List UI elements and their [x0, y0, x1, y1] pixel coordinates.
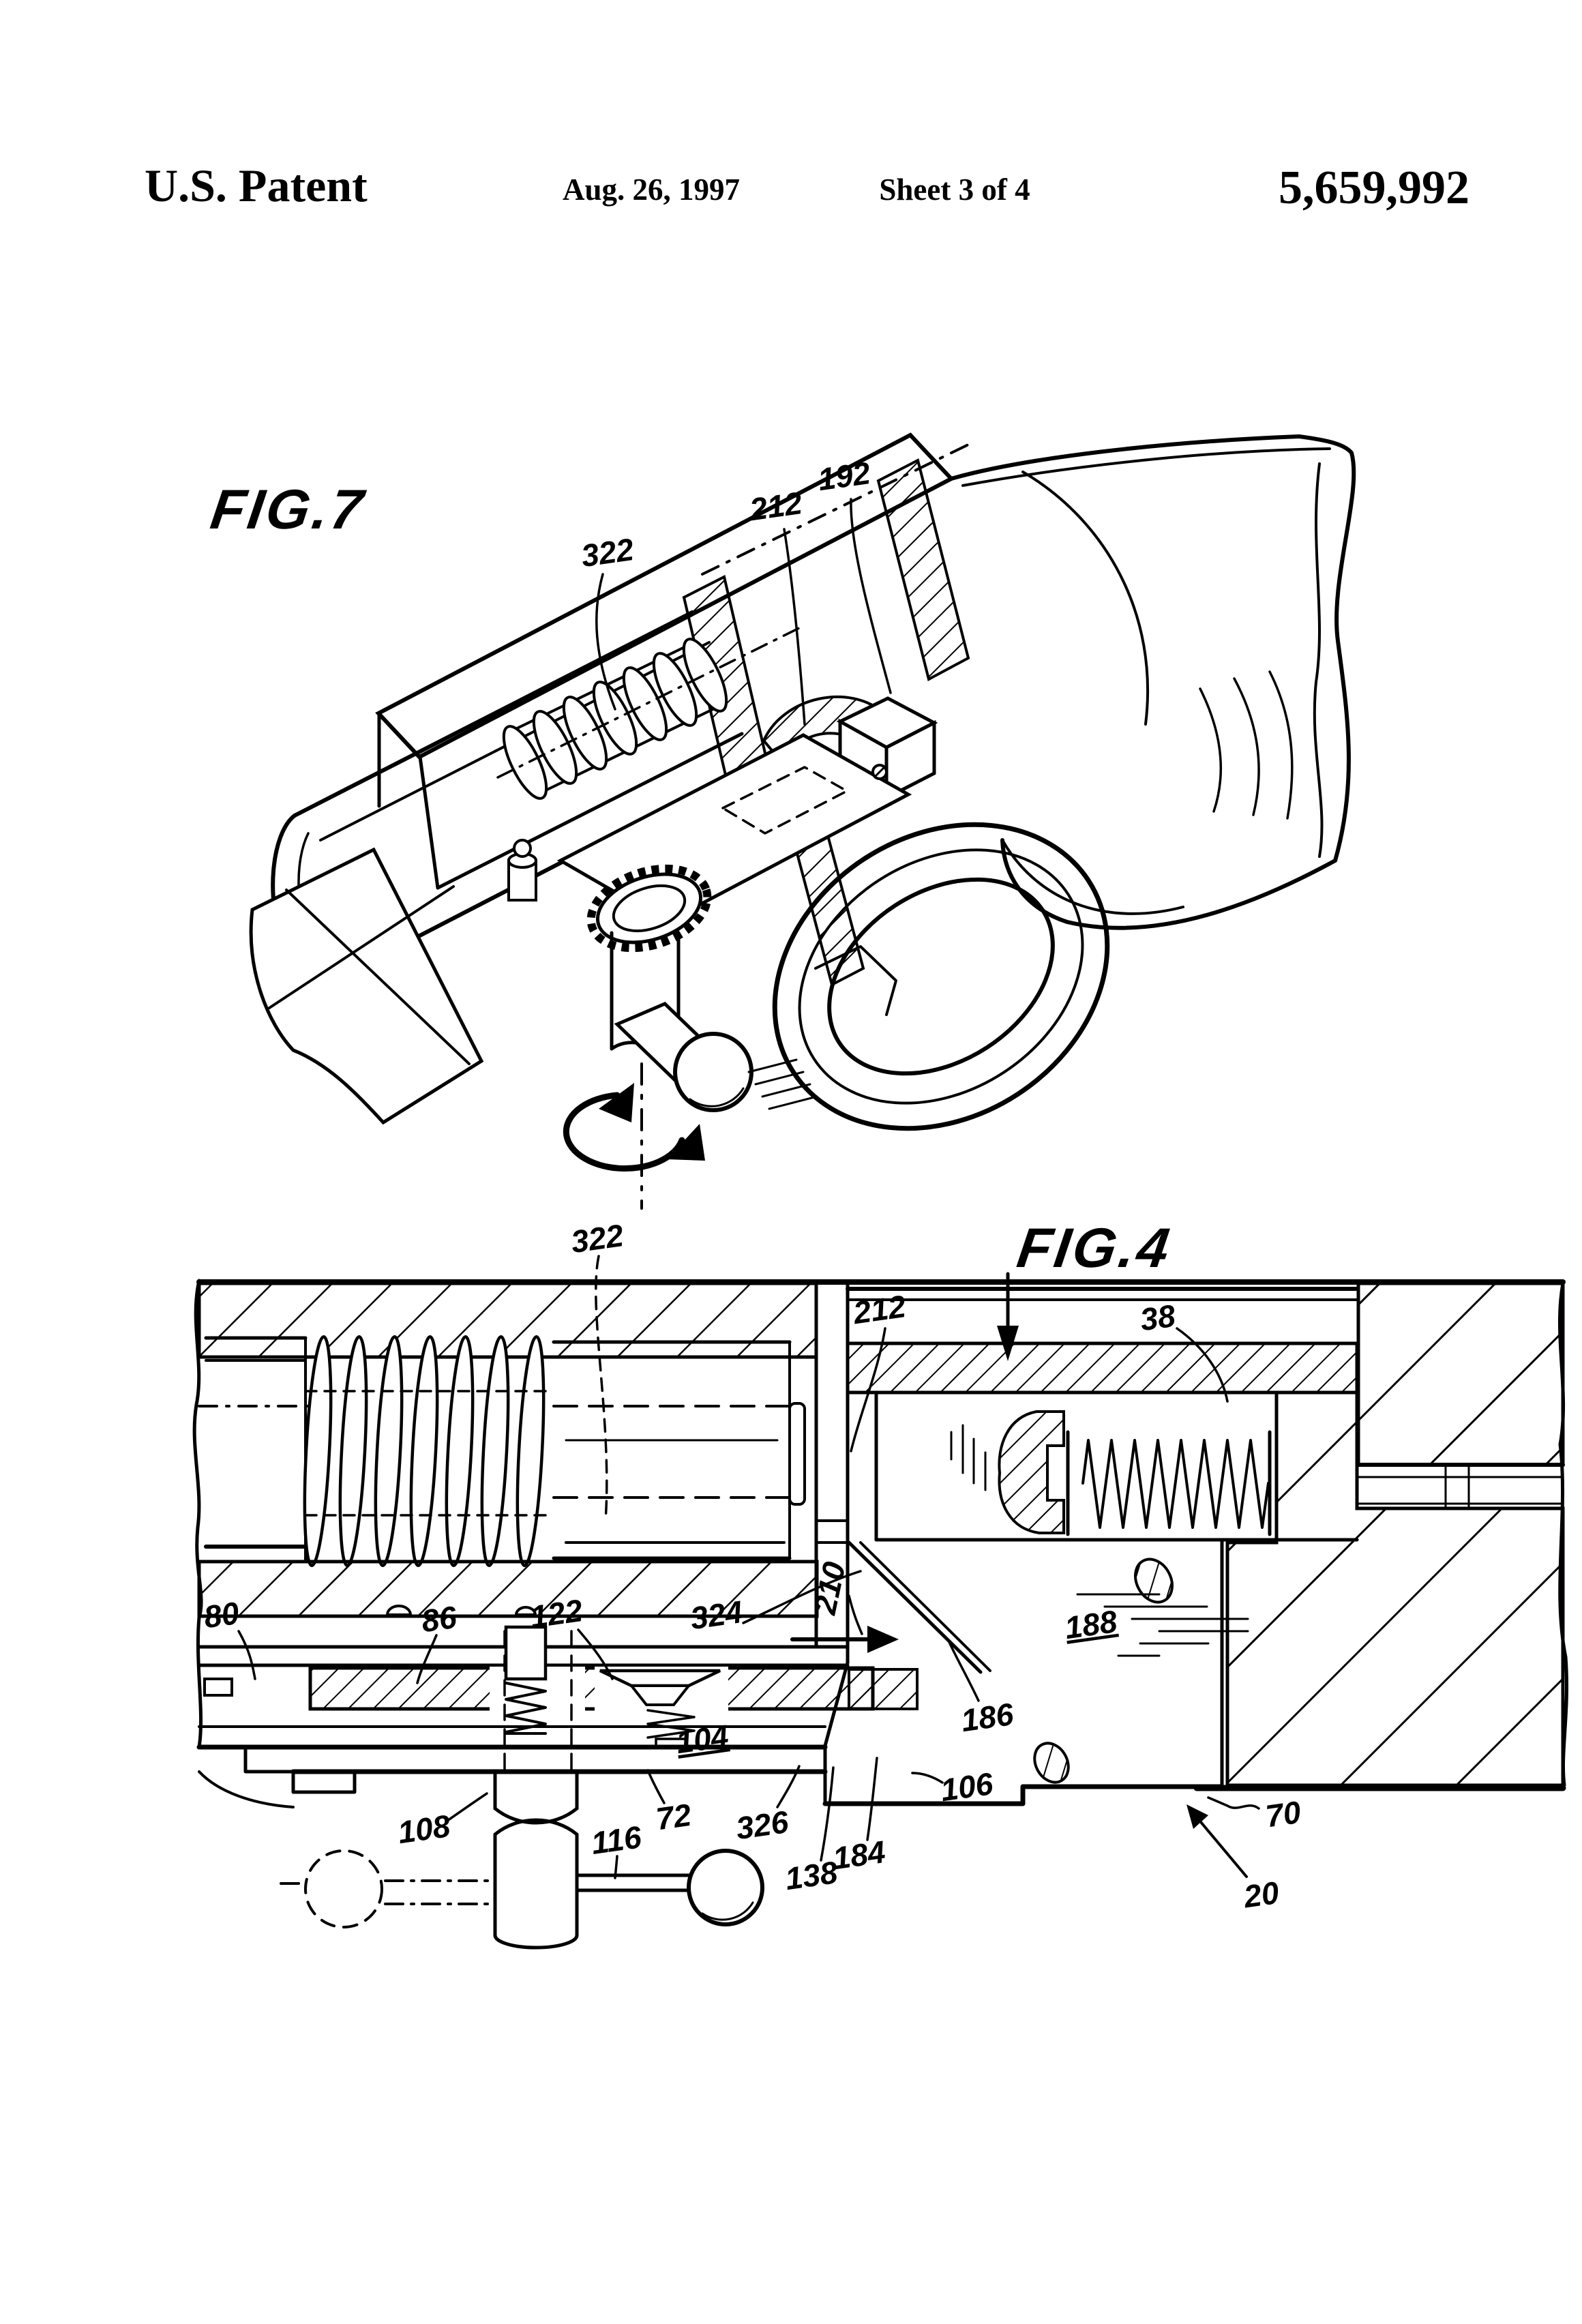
leader-108 [446, 1792, 488, 1822]
ref-label-70: 70 [1264, 1794, 1303, 1834]
stock [949, 434, 1356, 930]
ref-label-186: 186 [959, 1696, 1016, 1738]
down-arrow [997, 1272, 1019, 1361]
gear [586, 864, 712, 953]
leader-106 [911, 1772, 944, 1784]
patent-title: U.S. Patent [145, 160, 368, 211]
ref-label-192: 192 [816, 455, 873, 497]
patent-number: 5,659,992 [1279, 162, 1469, 214]
leader-86 [416, 1634, 438, 1684]
figure-4: FIG.4 [192, 1217, 1568, 1950]
leader-210 [848, 1594, 863, 1635]
fig4-drawing [192, 1272, 1568, 1950]
leader-326 [776, 1765, 801, 1808]
lower-plate [196, 1668, 919, 1808]
leader-122 [577, 1628, 614, 1680]
forend-break [249, 847, 484, 1125]
leader-192 [850, 498, 892, 694]
barrel-stub [198, 1336, 310, 1564]
leader-186 [948, 1641, 980, 1702]
ref-label-108: 108 [395, 1808, 453, 1850]
bolt-handle-assembly [280, 1630, 764, 1950]
screw-lower [1033, 1742, 1070, 1784]
receiver-housing [375, 432, 970, 890]
bolt-handle-housing [822, 1538, 1249, 1806]
ref-label-188: 188 [1062, 1603, 1120, 1645]
trigger-guard [772, 822, 1110, 1131]
screw-body [552, 1340, 806, 1560]
stock-housing-blocks [1193, 1281, 1568, 1791]
worm-screw [496, 624, 806, 800]
ref-label-72: 72 [654, 1797, 693, 1837]
fig4-title: FIG.4 [1013, 1217, 1176, 1279]
sear-bracket [814, 945, 897, 1016]
leader-70 [1207, 1796, 1260, 1810]
leader-72 [646, 1769, 666, 1804]
rotation-arrow [563, 1062, 705, 1210]
ref-label-212: 212 [747, 485, 805, 527]
ref-label-324: 324 [688, 1594, 745, 1636]
leader-324 [742, 1570, 862, 1624]
ref-label-322: 322 [579, 531, 636, 573]
figure-7: FIG.7 [207, 432, 1356, 1210]
striker-spring [998, 1410, 1272, 1536]
leader-20 [1186, 1804, 1248, 1878]
fig7-title: FIG.7 [207, 478, 370, 541]
ref-label-80: 80 [202, 1595, 241, 1635]
leader-212 [783, 528, 806, 726]
ref-label-326: 326 [734, 1804, 791, 1846]
leader-184 [866, 1757, 878, 1841]
leader-38 [1176, 1327, 1229, 1403]
guard-shading [747, 1058, 818, 1110]
ref-label-86: 86 [419, 1599, 459, 1639]
right-arrow [790, 1626, 899, 1653]
ref-label-212: 212 [850, 1288, 908, 1330]
ref-label-38: 38 [1138, 1298, 1178, 1338]
leader-322 [595, 573, 616, 711]
detent-pin [385, 1605, 548, 1735]
fig7-labels: 322 212 192 [579, 455, 892, 726]
ref-label-122: 122 [528, 1592, 585, 1635]
ghost-ball-position [304, 1849, 383, 1928]
patent-date: Aug. 26, 1997 [563, 173, 740, 207]
ref-label-116: 116 [589, 1819, 644, 1861]
fig4-labels: 322 212 38 210 80 86 122 324 188 186 106… [202, 1217, 1303, 1915]
header: U.S. Patent Aug. 26, 1997 Sheet 3 of 4 5… [145, 160, 1469, 214]
bolt-handle [610, 931, 753, 1112]
threaded-plug [303, 1335, 554, 1568]
firing-pin-post [507, 839, 537, 902]
screw-upper [1134, 1558, 1174, 1604]
ref-label-138: 138 [783, 1854, 840, 1896]
leader-212 [850, 1327, 886, 1452]
leader-138 [820, 1766, 835, 1862]
fig7-drawing [249, 432, 1356, 1210]
leader-322 [595, 1255, 608, 1522]
leader-80 [237, 1630, 256, 1680]
leader-116 [614, 1855, 618, 1879]
sheet-number: Sheet 3 of 4 [879, 173, 1030, 207]
ref-label-184: 184 [831, 1834, 887, 1876]
ref-label-20: 20 [1241, 1875, 1281, 1915]
cam-block [599, 1669, 721, 1748]
ref-label-322: 322 [569, 1217, 626, 1260]
receiver-bottom-wall [197, 1560, 819, 1618]
ref-label-106: 106 [938, 1766, 996, 1808]
ref-label-104: 104 [674, 1718, 730, 1760]
